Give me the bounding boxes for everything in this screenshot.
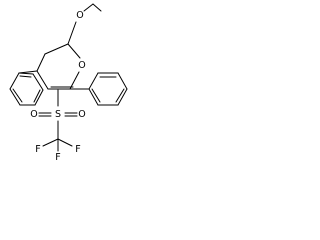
sulfur-label: S (55, 109, 61, 120)
sulfonyl-oxygen-left-label: O (30, 109, 37, 120)
chemical-structure: O O S O O F F F (9, 3, 128, 163)
trifluoromethylsulfonyl-group (38, 89, 78, 152)
ethoxy-bond (67, 21, 77, 45)
ring-oxygen-label: O (78, 60, 85, 71)
sulfonyl-oxygen-right-label: O (78, 109, 85, 120)
dihydropyran-ring (36, 43, 81, 90)
fluorine-right-label: F (75, 144, 80, 155)
phenyl-ring-right (69, 72, 128, 106)
ethyl-group (83, 3, 102, 12)
fluorine-left-label: F (35, 144, 40, 155)
ethoxy-oxygen-label: O (76, 10, 83, 21)
fluorine-bottom-label: F (55, 152, 60, 163)
phenyl-ring-left (9, 70, 44, 106)
